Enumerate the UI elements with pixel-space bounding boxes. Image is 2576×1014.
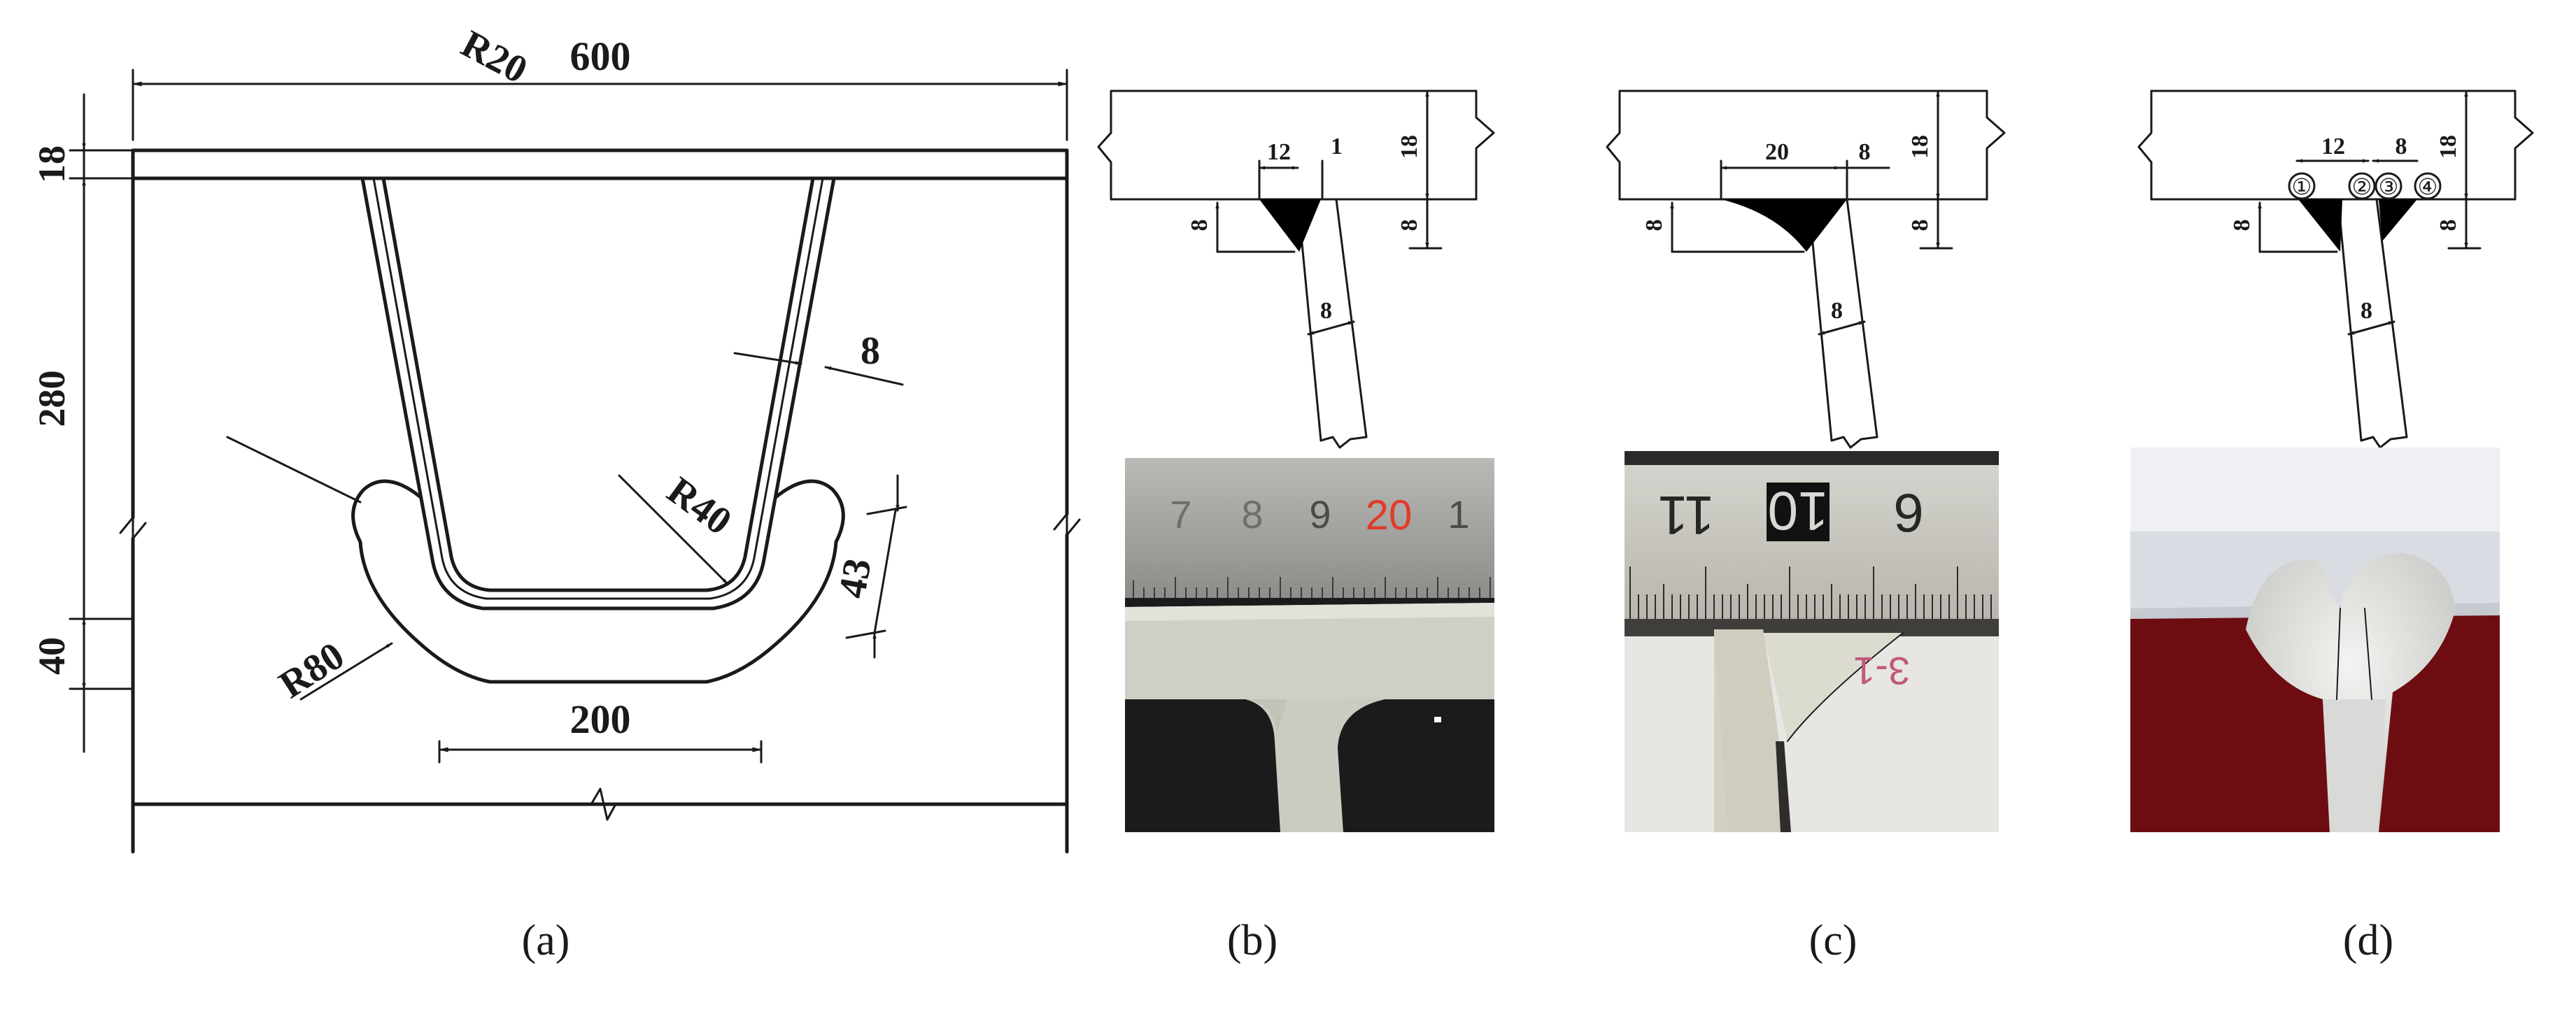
dim-200: 200	[570, 697, 631, 742]
c-dim-8-left: 8	[1641, 220, 1667, 231]
photo-b: 7 8 9 20 1	[1125, 458, 1494, 832]
c-dim-8-right: 8	[1907, 220, 1933, 231]
b-ruler-9: 9	[1309, 492, 1331, 536]
d-dim-12: 12	[2321, 134, 2345, 159]
c-dim-18: 18	[1907, 135, 1933, 159]
c-dim-rib-8: 8	[1831, 298, 1843, 324]
b-ruler-20: 20	[1366, 492, 1413, 538]
dim-18: 18	[31, 145, 73, 183]
dim-rib-8: 8	[861, 329, 880, 373]
b-dim-1: 1	[1331, 134, 1343, 159]
b-dim-8-right: 8	[1396, 220, 1422, 231]
d-dim-rib-8: 8	[2361, 298, 2372, 324]
caption-a: (a)	[522, 917, 570, 964]
b-dim-12: 12	[1267, 139, 1291, 165]
d-dim-8-right: 8	[2435, 220, 2461, 231]
b-ruler-8: 8	[1241, 492, 1263, 536]
c-specimen-mark: 3-1	[1853, 649, 1910, 693]
b-dim-18: 18	[1396, 135, 1422, 159]
c-ruler-9: 9	[1893, 482, 1923, 543]
b-dim-rib-8: 8	[1320, 298, 1332, 324]
photo-d	[2130, 448, 2500, 832]
dim-r20: R20	[454, 22, 534, 92]
d-pass-1: ①	[2292, 173, 2312, 200]
d-pass-3: ③	[2379, 173, 2399, 200]
dim-43: 43	[830, 555, 880, 601]
b-ruler-7: 7	[1170, 492, 1191, 536]
dim-40: 40	[31, 637, 73, 675]
d-pass-2: ②	[2352, 173, 2372, 200]
panel-d-drawing: 12 8 ① ② ③ ④ 18 8 8 8 (d)	[2130, 90, 2534, 964]
d-dim-18: 18	[2435, 135, 2461, 159]
photo-c: 11 10 9 3-1	[1625, 451, 1999, 832]
c-ruler-10: 10	[1768, 480, 1829, 542]
b-dim-8-left: 8	[1187, 220, 1212, 231]
caption-d: (d)	[2343, 917, 2393, 964]
caption-b: (b)	[1227, 917, 1278, 964]
panel-c-drawing: 20 8 18 8 8 8 11	[1606, 90, 2006, 964]
c-dim-8-gap: 8	[1859, 139, 1871, 165]
d-pass-4: ④	[2418, 173, 2438, 200]
c-ruler-11: 11	[1658, 485, 1715, 546]
panel-b-drawing: 12 1 18 8 8 8 7	[1097, 90, 1495, 964]
dim-r80: R80	[271, 634, 352, 707]
dim-600: 600	[570, 34, 631, 79]
dim-280: 280	[31, 371, 73, 427]
d-dim-8-gap: 8	[2395, 134, 2407, 159]
caption-c: (c)	[1809, 917, 1857, 964]
c-dim-20: 20	[1765, 139, 1789, 165]
b-ruler-1: 1	[1448, 492, 1469, 536]
dim-r40: R40	[659, 469, 739, 543]
d-dim-8-left: 8	[2229, 220, 2255, 231]
panel-a-drawing: 600 18 280 40 8 R20 R40 R80	[31, 22, 1081, 964]
